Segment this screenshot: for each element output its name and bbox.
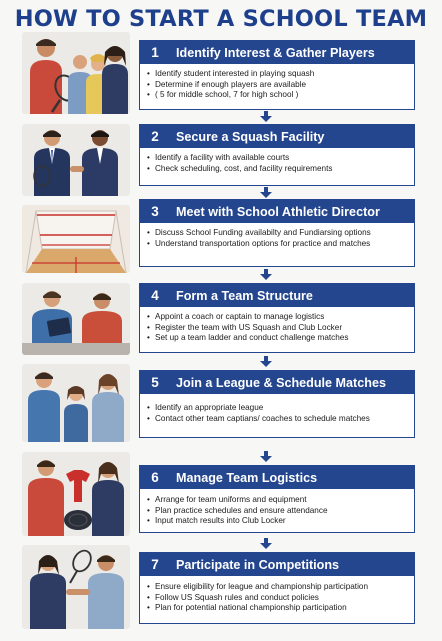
- down-arrow-icon: [260, 187, 272, 198]
- step-number: 4: [151, 288, 159, 303]
- step-heading: Identify Interest & Gather Players: [176, 45, 375, 60]
- step-bullets: Discuss School Funding availabilty and F…: [140, 223, 414, 249]
- bullet-item: Arrange for team uniforms and equipment: [147, 495, 408, 506]
- step-card-7: 7 Participate in Competitions Ensure eli…: [139, 552, 415, 624]
- bullet-item: Register the team with US Squash and Clu…: [147, 323, 408, 334]
- step-number: 5: [151, 375, 159, 390]
- bullet-item: Input match results into Club Locker: [147, 516, 408, 527]
- step-card-6: 6 Manage Team Logistics Arrange for team…: [139, 465, 415, 533]
- students-with-racket-illustration: [22, 32, 130, 114]
- down-arrow-icon: [260, 269, 272, 280]
- step-bullets: Identify student interested in playing s…: [140, 64, 414, 101]
- bullet-item: Set up a team ladder and conduct challen…: [147, 333, 408, 344]
- players-and-coach-illustration: [22, 364, 130, 442]
- down-arrow-icon: [260, 356, 272, 367]
- down-arrow-icon: [260, 538, 272, 549]
- step-bullets: Arrange for team uniforms and equipment …: [140, 489, 414, 527]
- bullet-item: Ensure eligibility for league and champi…: [147, 582, 408, 593]
- bullet-item: Appoint a coach or captain to manage log…: [147, 312, 408, 323]
- bullet-item: Identify student interested in playing s…: [147, 69, 408, 80]
- step-bullets: Ensure eligibility for league and champi…: [140, 576, 414, 614]
- step-heading: Participate in Competitions: [176, 557, 340, 572]
- step-header: 3 Meet with School Athletic Director: [140, 200, 414, 223]
- step-bullets: Appoint a coach or captain to manage log…: [140, 307, 414, 344]
- bullet-item: Plan practice schedules and ensure atten…: [147, 506, 408, 517]
- bullet-item: Check scheduling, cost, and facility req…: [147, 164, 408, 175]
- step-bullets: Identify an appropriate league Contact o…: [140, 394, 414, 424]
- step-heading: Meet with School Athletic Director: [176, 204, 380, 219]
- step-header: 4 Form a Team Structure: [140, 284, 414, 307]
- step-header: 5 Join a League & Schedule Matches: [140, 371, 414, 394]
- step-header: 1 Identify Interest & Gather Players: [140, 41, 414, 64]
- bullet-item: Identify a facility with available court…: [147, 153, 408, 164]
- step-number: 6: [151, 470, 159, 485]
- squash-court-illustration: [22, 205, 130, 273]
- step-heading: Form a Team Structure: [176, 288, 313, 303]
- bullet-item: Plan for potential national championship…: [147, 603, 408, 614]
- step-header: 7 Participate in Competitions: [140, 553, 414, 576]
- bullet-item: Follow US Squash rules and conduct polic…: [147, 593, 408, 604]
- bullet-item: ( 5 for middle school, 7 for high school…: [147, 90, 408, 101]
- step-card-1: 1 Identify Interest & Gather Players Ide…: [139, 40, 415, 110]
- coach-with-clipboard-illustration: [22, 283, 130, 355]
- bullet-item: Understand transportation options for pr…: [147, 239, 408, 250]
- step-header: 6 Manage Team Logistics: [140, 466, 414, 489]
- players-high-five-illustration: [22, 545, 130, 629]
- bullet-item: Contact other team captians/ coaches to …: [147, 414, 408, 425]
- down-arrow-icon: [260, 451, 272, 462]
- bullet-item: Determine if enough players are availabl…: [147, 80, 408, 91]
- step-card-2: 2 Secure a Squash Facility Identify a fa…: [139, 124, 415, 186]
- step-number: 3: [151, 204, 159, 219]
- step-card-5: 5 Join a League & Schedule Matches Ident…: [139, 370, 415, 438]
- step-card-4: 4 Form a Team Structure Appoint a coach …: [139, 283, 415, 353]
- step-heading: Secure a Squash Facility: [176, 129, 325, 144]
- step-number: 7: [151, 557, 159, 572]
- bullet-item: Discuss School Funding availabilty and F…: [147, 228, 408, 239]
- page-title: HOW TO START A SCHOOL TEAM: [14, 6, 428, 32]
- step-heading: Manage Team Logistics: [176, 470, 318, 485]
- players-with-jersey-and-bag-illustration: [22, 452, 130, 536]
- two-men-handshake-illustration: [22, 124, 130, 196]
- step-card-3: 3 Meet with School Athletic Director Dis…: [139, 199, 415, 267]
- down-arrow-icon: [260, 111, 272, 122]
- step-number: 2: [151, 129, 159, 144]
- step-heading: Join a League & Schedule Matches: [176, 375, 386, 390]
- bullet-item: Identify an appropriate league: [147, 403, 408, 414]
- step-number: 1: [151, 45, 159, 60]
- step-header: 2 Secure a Squash Facility: [140, 125, 414, 148]
- step-bullets: Identify a facility with available court…: [140, 148, 414, 174]
